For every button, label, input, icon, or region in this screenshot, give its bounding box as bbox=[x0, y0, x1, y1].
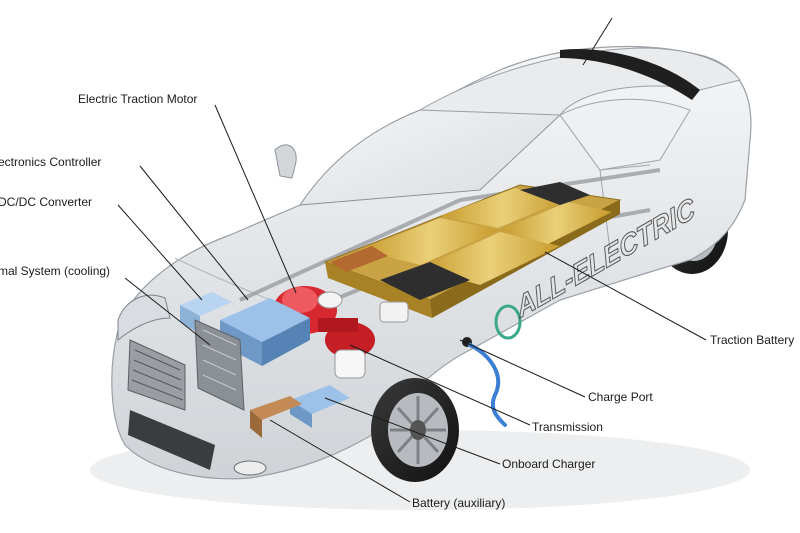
leader-charge-port bbox=[460, 340, 585, 397]
label-traction-battery: Traction Battery bbox=[710, 333, 794, 347]
label-controller: ectronics Controller bbox=[0, 155, 101, 169]
side-mirror bbox=[275, 145, 296, 178]
charge-cable bbox=[470, 345, 505, 425]
label-thermal: mal System (cooling) bbox=[0, 264, 110, 278]
label-motor: Electric Traction Motor bbox=[78, 92, 197, 106]
label-charge-port: Charge Port bbox=[588, 390, 653, 404]
label-dcdc: DC/DC Converter bbox=[0, 195, 92, 209]
front-wheel bbox=[371, 378, 459, 482]
label-transmission: Transmission bbox=[532, 420, 603, 434]
label-onboard-charger: Onboard Charger bbox=[502, 457, 595, 471]
fog-light bbox=[234, 461, 266, 475]
label-aux-battery: Battery (auxiliary) bbox=[412, 496, 505, 510]
